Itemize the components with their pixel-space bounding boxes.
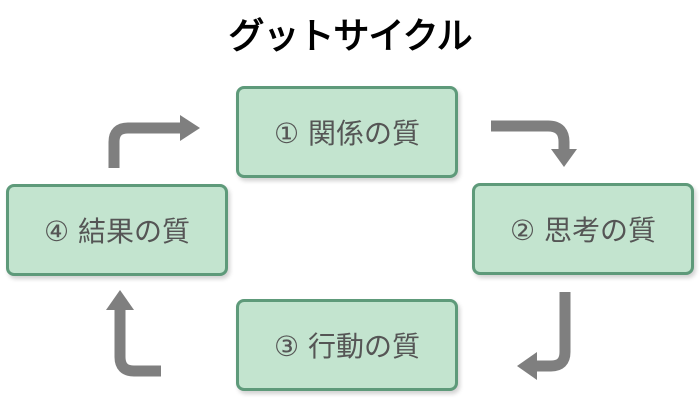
arrow-relationship-to-thinking	[491, 120, 577, 167]
node-thinking-label: ② 思考の質	[509, 214, 656, 247]
arrow-action-to-result	[106, 290, 161, 377]
node-action: ③ 行動の質	[236, 299, 458, 391]
node-relationship-label: ① 関係の質	[273, 117, 420, 150]
node-thinking: ② 思考の質	[472, 183, 694, 275]
node-result-label: ④ 結果の質	[43, 215, 190, 248]
node-action-label: ③ 行動の質	[273, 330, 420, 363]
node-result: ④ 結果の質	[6, 184, 228, 276]
diagram-title: グットサイクル	[228, 16, 472, 57]
arrow-thinking-to-action	[517, 292, 571, 380]
node-relationship: ① 関係の質	[236, 86, 458, 178]
arrow-result-to-relationship	[108, 115, 200, 168]
